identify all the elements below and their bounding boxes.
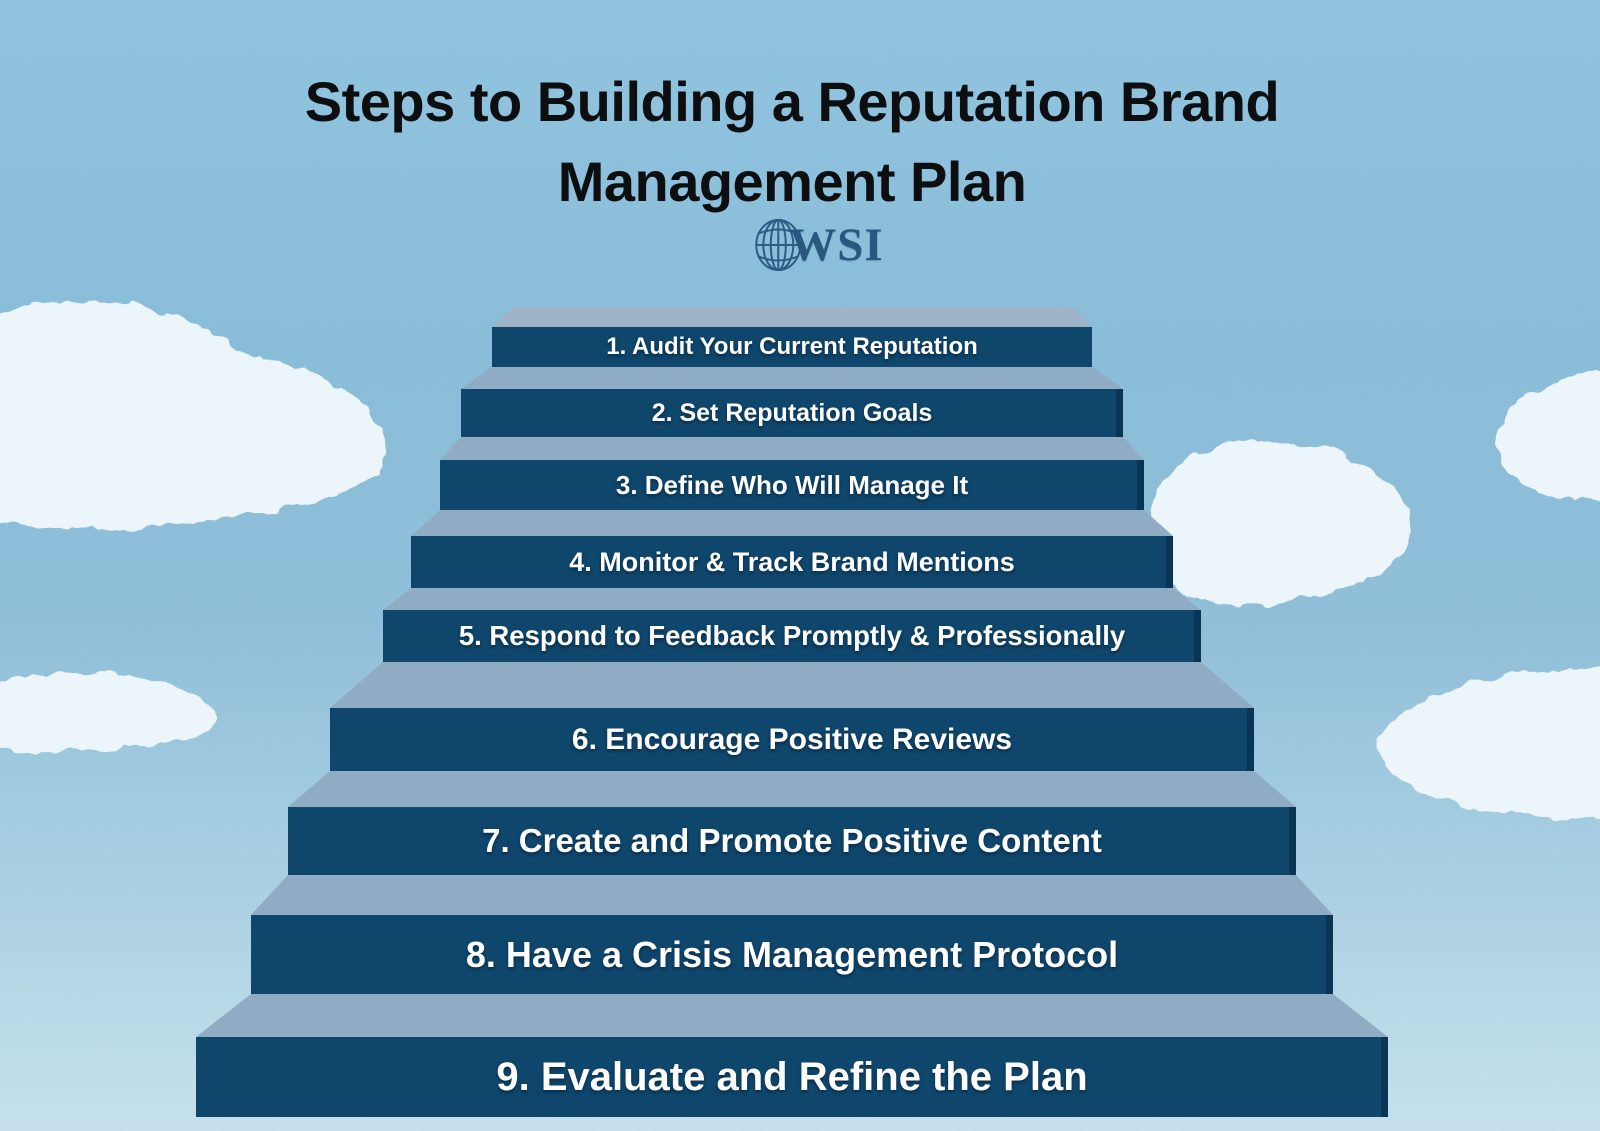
step-4-bar: 4. Monitor & Track Brand Mentions [411,536,1173,588]
step-1-bar: 1. Audit Your Current Reputation [492,327,1092,367]
step-9-label: 9. Evaluate and Refine the Plan [496,1054,1088,1099]
step-5-bar: 5. Respond to Feedback Promptly & Profes… [383,610,1201,662]
title-line-2: Management Plan [557,150,1027,213]
step-7-tread [288,771,1296,807]
step-1-tread [492,307,1092,327]
step-6-bar: 6. Encourage Positive Reviews [330,708,1254,771]
step-9-tread [196,994,1388,1037]
step-6-tread [330,662,1254,708]
cloud-shape [1154,440,1412,606]
step-9-bar: 9. Evaluate and Refine the Plan [196,1037,1388,1117]
step-2-tread [461,367,1123,389]
staircase-treads [196,307,1388,1037]
step-2-label: 2. Set Reputation Goals [651,398,933,427]
step-5-tread [383,588,1201,610]
step-3-tread [440,437,1144,460]
page-title: Steps to Building a Reputation Brand Man… [62,62,1522,222]
step-8-tread [251,875,1333,915]
step-6-label: 6. Encourage Positive Reviews [571,722,1013,756]
step-8-bar: 8. Have a Crisis Management Protocol [251,915,1333,994]
cloud-shape [1498,371,1600,505]
step-2-bar: 2. Set Reputation Goals [461,389,1123,437]
step-3-bar: 3. Define Who Will Manage It [440,460,1144,510]
step-4-label: 4. Monitor & Track Brand Mentions [569,546,1015,577]
step-4-tread [411,510,1173,536]
step-7-label: 7. Create and Promote Positive Content [482,822,1102,859]
cloud-shape [1378,663,1600,820]
title-line-1: Steps to Building a Reputation Brand [304,70,1280,133]
step-7-bar: 7. Create and Promote Positive Content [288,807,1296,875]
step-5-label: 5. Respond to Feedback Promptly & Profes… [458,620,1126,651]
step-8-label: 8. Have a Crisis Management Protocol [465,933,1119,975]
step-1-label: 1. Audit Your Current Reputation [606,333,978,360]
cloud-shape [0,302,387,529]
globe-icon [755,219,802,271]
wsi-logo: WSI [752,217,883,273]
step-3-label: 3. Define Who Will Manage It [615,469,969,500]
cloud-shape [0,673,217,752]
clouds-layer [0,302,1600,820]
wsi-logo-text: WSI [789,218,884,271]
